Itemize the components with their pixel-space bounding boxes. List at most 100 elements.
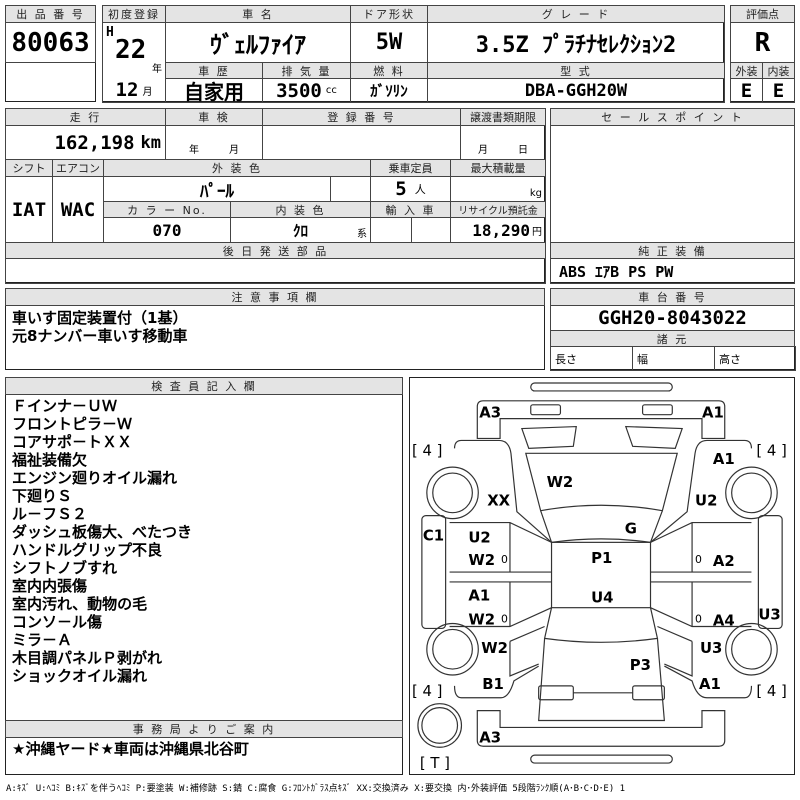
mark-front-bumper-left: A3 (479, 405, 501, 422)
later-parts (5, 258, 546, 284)
inspection-cell: 年月 (165, 125, 263, 160)
inspector-line: 木目調パネルＰ剥がれ (12, 649, 163, 667)
specs-label: 諸 元 (550, 330, 795, 347)
import-cell-2 (411, 217, 451, 243)
max-load-label: 最大積載量 (450, 159, 546, 177)
door-type: 5W (350, 22, 428, 63)
score: R (730, 22, 795, 63)
mark-rear-door-right: A4 (713, 612, 735, 629)
inspector-line: 室内汚れ、動物の毛 (12, 595, 148, 613)
equipment: ABS ｴｱB PS PW (550, 258, 795, 284)
int-color-unit: 系 (357, 229, 367, 240)
inspector-line: ハンドルグリップ不良 (12, 541, 163, 559)
shift-label: シフト (5, 159, 53, 177)
sales-point-box: セ ー ル ス ポ イ ン ト 純 正 装 備 ABS ｴｱB PS PW (550, 108, 795, 284)
exterior-label: 外装 (730, 62, 763, 79)
int-color-cell: ｸﾛ 系 (230, 217, 371, 243)
tires (417, 466, 778, 748)
mark-rear-quarter-right: A1 (699, 676, 721, 693)
equipment-label: 純 正 装 備 (550, 242, 795, 259)
inspector-line: 室内内張傷 (12, 577, 88, 595)
mark-handle-rr: 0 (695, 613, 702, 626)
inspector-line: シフトノブすれ (12, 559, 118, 577)
lot-label: 出 品 番 号 (5, 5, 96, 23)
mark-rear-quarter-left: B1 (482, 676, 504, 693)
int-color: ｸﾛ (292, 221, 308, 240)
displacement-cell: 3500 cc (262, 78, 351, 103)
notes-text: 車いす固定装置付（1基） 元8ナンバー車いす移動車 (6, 307, 193, 347)
mark-rear-fender-right: U3 (700, 640, 722, 657)
damage-diagram: A3 A1 [ 4 ] [ 4 ] A1 W2 XX U2 G C1 U2 W2… (409, 377, 795, 775)
displacement-unit: cc (325, 85, 337, 96)
interior-label: 内装 (762, 62, 795, 79)
transfer-month-unit: 月 (478, 145, 488, 156)
tire-tread-fl: [ 4 ] (412, 442, 442, 459)
grade: 3.5Z ﾌﾟﾗﾁﾅｾﾚｸｼｮﾝ2 (427, 22, 725, 63)
vehicle-info-box: 初度登録 H 22 年 12 月 車 名 ｳﾞｪﾙﾌｧｲｱ ドア形状 5W グ … (102, 5, 725, 103)
inspector-line: ダッシュ板傷大、べたつき (12, 523, 193, 541)
tire-tread-fr: [ 4 ] (756, 442, 786, 459)
first-reg-month-cell: 12 月 (102, 78, 166, 103)
mark-front-fender-left: XX (487, 493, 510, 510)
mark-front-door-right: A2 (713, 553, 735, 570)
exterior-score: E (730, 78, 763, 103)
inspector-line: ショックオイル漏れ (12, 667, 148, 685)
inspector-line: 下廻りＳ (12, 487, 73, 505)
later-parts-label: 後 日 発 送 部 品 (5, 242, 546, 259)
mark-roof-rear: U4 (591, 590, 613, 607)
legend-text: A:ｷｽﾞ U:ﾍｺﾐ B:ｷｽﾞを伴うﾍｺﾐ P:要塗装 W:補修跡 S:錆 … (6, 784, 626, 794)
chassis-box: 車 台 番 号 GGH20-8043022 諸 元 長さ 幅 高さ (550, 288, 796, 371)
mark-front-door-left-2: W2 (468, 552, 495, 569)
capacity-label: 乗車定員 (370, 159, 451, 177)
recycle-unit: 円 (532, 226, 542, 238)
details-box: 走 行 162,198 km 車 検 年月 登 録 番 号 譲渡書類期限 月日 … (5, 108, 546, 284)
recycle-label: リサイクル預託金 (450, 201, 546, 218)
mark-rear-door-left-2: W2 (468, 612, 495, 629)
transfer-cell: 月日 (460, 125, 546, 160)
length: 長さ (550, 346, 633, 371)
sales-point (550, 125, 795, 243)
mileage-label: 走 行 (5, 108, 166, 126)
capacity: 5 (395, 178, 407, 200)
score-box: 評価点 R 外装 内装 E E (730, 5, 795, 103)
mileage: 162,198 (54, 131, 135, 154)
registration-label: 登 録 番 号 (262, 108, 461, 126)
ext-color-extra (330, 176, 371, 202)
damage-marks: A3 A1 [ 4 ] [ 4 ] A1 W2 XX U2 G C1 U2 W2… (412, 405, 787, 772)
mark-rear-door-left-1: A1 (468, 588, 490, 605)
history-label: 車 歴 (165, 62, 263, 79)
mark-handle-fl: 0 (501, 553, 508, 566)
mark-hood: W2 (547, 474, 574, 491)
max-load-unit: kg (450, 176, 546, 202)
fuel-label: 燃 料 (350, 62, 428, 79)
capacity-unit: 人 (414, 183, 426, 196)
grade-label: グ レ ー ド (427, 5, 725, 23)
inspector-line: ミラ－Ａ (12, 631, 73, 649)
reg-year: 22 (115, 35, 147, 65)
note-line: 元8ナンバー車いす移動車 (12, 327, 188, 345)
model-label: 型 式 (427, 62, 725, 79)
mark-side-sill-left: C1 (423, 527, 444, 544)
tire-tread-rr: [ 4 ] (756, 683, 786, 700)
inspection-label: 車 検 (165, 108, 263, 126)
import-cell-1 (370, 217, 412, 243)
car-name: ｳﾞｪﾙﾌｧｲｱ (165, 22, 351, 63)
mark-roof-front: P1 (591, 550, 612, 567)
mark-handle-fr: 0 (695, 553, 702, 566)
transfer-day-unit: 日 (518, 145, 528, 156)
mileage-unit: km (140, 132, 161, 153)
aircon-label: エアコン (52, 159, 104, 177)
mark-side-sill-right: U3 (758, 607, 780, 624)
inspection-month-unit: 月 (229, 145, 239, 156)
first-reg-label: 初度登録 (102, 5, 166, 23)
spare-tire-mark: [ T ] (420, 755, 450, 772)
era: H (106, 25, 114, 40)
aircon: WAC (52, 176, 104, 243)
lot-number: 80063 (5, 22, 96, 63)
inspector-line: フロントピラ－Ｗ (12, 415, 133, 433)
inspector-line: 福祉装備欠 (12, 451, 88, 469)
height: 高さ (714, 346, 796, 371)
interior-score: E (762, 78, 795, 103)
inspection-year-unit: 年 (189, 145, 199, 156)
office-label: 事 務 局 よ り ご 案 内 (5, 720, 403, 738)
